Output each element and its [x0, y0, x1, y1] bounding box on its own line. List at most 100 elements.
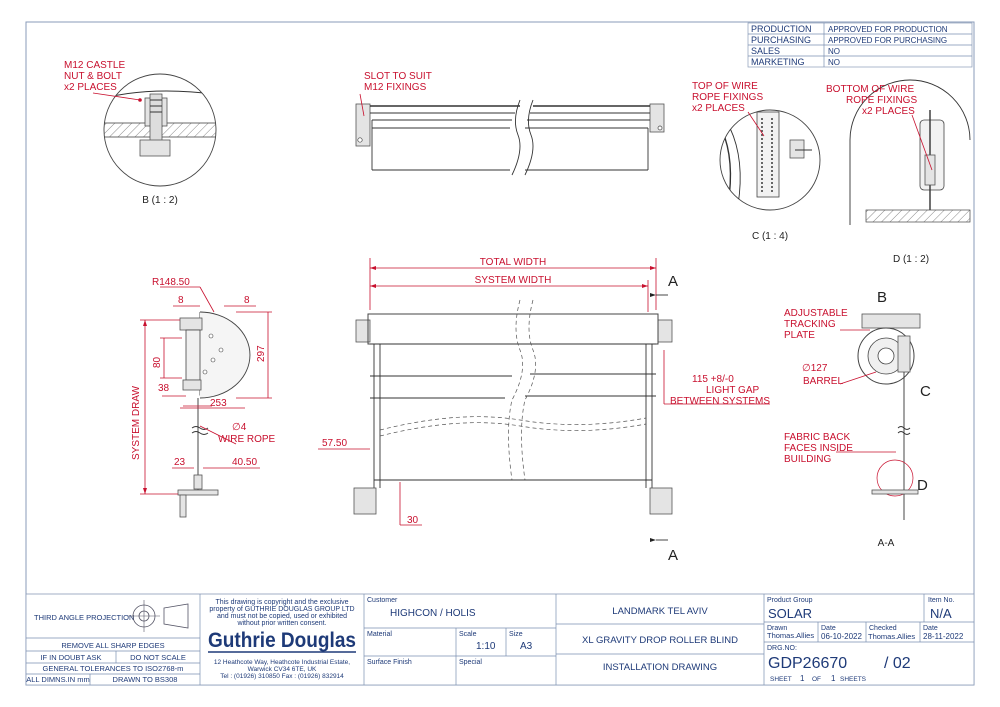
date-drawn-value: 06-10-2022: [821, 632, 862, 641]
section-aa-caption: A-A: [878, 538, 895, 549]
section-aa-fabric-note-line1: FABRIC BACK: [784, 432, 850, 443]
side-view-wire-rope: WIRE ROPE: [218, 434, 276, 445]
copyright-line2: property of GUTHRIE DOUGLAS GROUP LTD: [209, 606, 354, 613]
drawing-revision: / 02: [884, 655, 911, 672]
company-address-line3: Tel : (01926) 310850 Fax : (01926) 83291…: [220, 673, 344, 680]
section-aa-letter-d: D: [917, 477, 928, 494]
drawing-number-label: DRG.NO:: [767, 645, 797, 652]
side-view-dim-8b: 8: [244, 295, 250, 306]
detail-d-note-line1: BOTTOM OF WIRE: [826, 84, 914, 95]
approval-status-purchasing: APPROVED FOR PURCHASING: [828, 36, 947, 45]
detail-b-note-line1: M12 CASTLE: [64, 60, 125, 71]
front-view: TOTAL WIDTH SYSTEM WIDTH A A 115 +8/-0 L…: [318, 257, 770, 564]
detail-d-caption: D (1 : 2): [893, 254, 929, 265]
drawing-title-line1: LANDMARK TEL AVIV: [612, 606, 708, 617]
drawing-title-line3: INSTALLATION DRAWING: [603, 662, 717, 673]
front-view-dim-57-50: 57.50: [322, 438, 347, 449]
section-view-aa: B C D ADJUSTABLE TRACKING PLATE ∅127 BAR…: [784, 289, 931, 549]
detail-d-note-line2: ROPE FIXINGS: [846, 95, 917, 106]
title-block: THIRD ANGLE PROJECTION REMOVE ALL SHARP …: [25, 593, 975, 686]
note-tolerances: GENERAL TOLERANCES TO ISO2768-m: [43, 664, 184, 673]
size-label: Size: [509, 631, 523, 638]
approval-table: PRODUCTION APPROVED FOR PRODUCTION PURCH…: [747, 22, 973, 68]
section-aa-plate-note-line3: PLATE: [784, 330, 815, 341]
special-label: Special: [459, 659, 482, 666]
side-view-dim-23: 23: [174, 457, 186, 468]
product-group-label: Product Group: [767, 597, 813, 604]
side-view-wire-dia: ∅4: [232, 422, 247, 433]
checked-label: Checked: [869, 625, 897, 632]
section-aa-letter-b: B: [877, 289, 887, 306]
section-aa-letter-c: C: [920, 383, 931, 400]
customer-label: Customer: [367, 597, 398, 604]
top-view-note-line2: M12 FIXINGS: [364, 82, 427, 93]
sheets-word: SHEETS: [840, 676, 867, 683]
front-view-light-gap-line2: LIGHT GAP: [706, 385, 759, 396]
approval-dept-purchasing: PURCHASING: [751, 35, 811, 45]
detail-b-caption: B (1 : 2): [142, 195, 178, 206]
item-no-value: N/A: [930, 606, 952, 621]
side-view-dim-40-50: 40.50: [232, 457, 257, 468]
side-view: SYSTEM DRAW 297 80 38 253 8 8 R148.50 ∅4…: [131, 277, 276, 518]
detail-view-d: BOTTOM OF WIRE ROPE FIXINGS x2 PLACES D …: [826, 79, 971, 265]
front-view-total-width: TOTAL WIDTH: [480, 257, 546, 268]
detail-b-note-line2: NUT & BOLT: [64, 71, 122, 82]
top-view-note-line1: SLOT TO SUIT: [364, 71, 432, 82]
approval-status-sales: NO: [828, 47, 840, 56]
note-sharp-edges: REMOVE ALL SHARP EDGES: [61, 641, 164, 650]
front-view-section-a-bottom: A: [668, 547, 678, 564]
scale-value: 1:10: [476, 641, 496, 652]
top-view: SLOT TO SUIT M12 FIXINGS: [355, 71, 665, 176]
approval-status-production: APPROVED FOR PRODUCTION: [828, 25, 948, 34]
copyright-line3: and must not be copied, used or exhibite…: [217, 613, 347, 620]
drawn-label: Drawn: [767, 625, 787, 632]
section-aa-barrel-label: BARREL: [803, 376, 843, 387]
detail-c-caption: C (1 : 4): [752, 231, 788, 242]
approval-status-marketing: NO: [828, 58, 840, 67]
note-do-not-scale: DO NOT SCALE: [130, 653, 186, 662]
section-aa-fabric-note-line3: BUILDING: [784, 454, 831, 465]
section-aa-barrel-dia: ∅127: [802, 363, 828, 374]
copyright-line1: This drawing is copyright and the exclus…: [215, 599, 348, 606]
third-angle-projection-icon: [128, 600, 189, 632]
sheet-total: 1: [831, 674, 836, 683]
side-view-system-drop: SYSTEM DRAW: [131, 385, 142, 460]
date-drawn-label: Date: [821, 625, 836, 632]
date-checked-value: 28-11-2022: [923, 632, 964, 641]
detail-view-b: M12 CASTLE NUT & BOLT x2 PLACES B (1 : 2…: [64, 60, 217, 206]
side-view-dim-297: 297: [256, 345, 267, 362]
detail-b-note-line3: x2 PLACES: [64, 82, 117, 93]
checked-value: Thomas.Allies: [868, 632, 915, 641]
section-aa-fabric-note-line2: FACES INSIDE: [784, 443, 853, 454]
note-doubt-ask: IF IN DOUBT ASK: [40, 653, 101, 662]
front-view-section-a-top: A: [668, 273, 678, 290]
projection-label: THIRD ANGLE PROJECTION: [34, 613, 134, 622]
side-view-dim-38: 38: [158, 383, 170, 394]
company-address-line1: 12 Heathcote Way, Heathcote Industrial E…: [214, 659, 350, 666]
company-logo-wordmark: Guthrie Douglas: [208, 629, 356, 652]
section-aa-plate-note-line2: TRACKING: [784, 319, 836, 330]
side-view-dim-8a: 8: [178, 295, 184, 306]
front-view-system-width: SYSTEM WIDTH: [475, 275, 552, 286]
approval-dept-marketing: MARKETING: [751, 57, 805, 67]
date-checked-label: Date: [923, 625, 938, 632]
detail-c-note-line1: TOP OF WIRE: [692, 81, 758, 92]
customer-value: HIGHCON / HOLIS: [390, 608, 476, 619]
copyright-line4: without prior written consent.: [236, 620, 326, 627]
front-view-light-gap-line1: 115 +8/-0: [692, 374, 734, 385]
company-address-line2: Warwick CV34 6TE, UK: [248, 666, 317, 673]
surface-finish-label: Surface Finish: [367, 659, 412, 666]
detail-d-note-line3: x2 PLACES: [862, 106, 915, 117]
approval-dept-sales: SALES: [751, 46, 780, 56]
side-view-radius: R148.50: [152, 277, 190, 288]
detail-c-note-line3: x2 PLACES: [692, 103, 745, 114]
size-value: A3: [520, 641, 533, 652]
detail-view-c: TOP OF WIRE ROPE FIXINGS x2 PLACES C (1 …: [692, 81, 821, 242]
material-label: Material: [367, 631, 392, 638]
item-no-label: Item No.: [928, 597, 955, 604]
side-view-dim-80: 80: [152, 356, 163, 368]
scale-label: Scale: [459, 631, 477, 638]
drawing-number-value: GDP26670: [768, 655, 847, 672]
side-view-dim-253: 253: [210, 398, 227, 409]
